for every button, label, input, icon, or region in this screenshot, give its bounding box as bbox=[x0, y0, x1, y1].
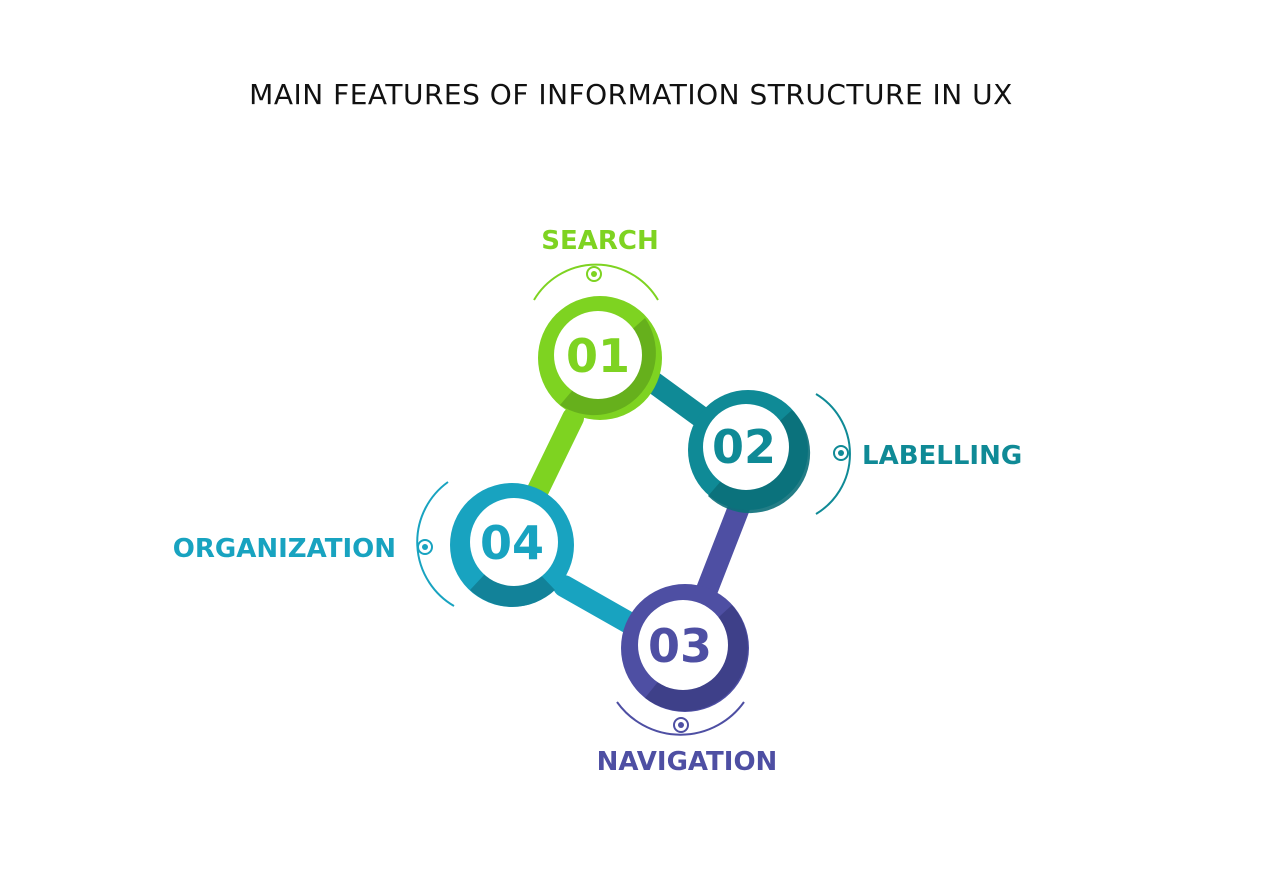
step-01-marker bbox=[533, 263, 659, 301]
connector-03-04 bbox=[553, 575, 649, 639]
step-02-label: LABELLING bbox=[862, 441, 1022, 471]
step-02-node: 02 bbox=[688, 390, 811, 514]
step-02-number: 02 bbox=[712, 420, 776, 474]
connector-04-01 bbox=[527, 407, 584, 501]
step-01-node: 01 bbox=[538, 296, 662, 420]
step-03-number: 03 bbox=[648, 619, 712, 673]
step-04-marker bbox=[416, 481, 455, 607]
connector-02-03 bbox=[692, 494, 751, 611]
step-04-node: 04 bbox=[450, 483, 574, 607]
step-03-label: NAVIGATION bbox=[597, 747, 778, 777]
step-03-marker bbox=[616, 701, 745, 736]
step-02-marker bbox=[815, 393, 851, 515]
step-01-label: SEARCH bbox=[541, 226, 658, 256]
page-title: MAIN FEATURES OF INFORMATION STRUCTURE I… bbox=[249, 78, 1013, 111]
step-01-number: 01 bbox=[566, 329, 630, 383]
step-03-node: 03 bbox=[621, 584, 749, 712]
step-04-number: 04 bbox=[480, 516, 544, 570]
step-04-label: ORGANIZATION bbox=[173, 534, 396, 564]
